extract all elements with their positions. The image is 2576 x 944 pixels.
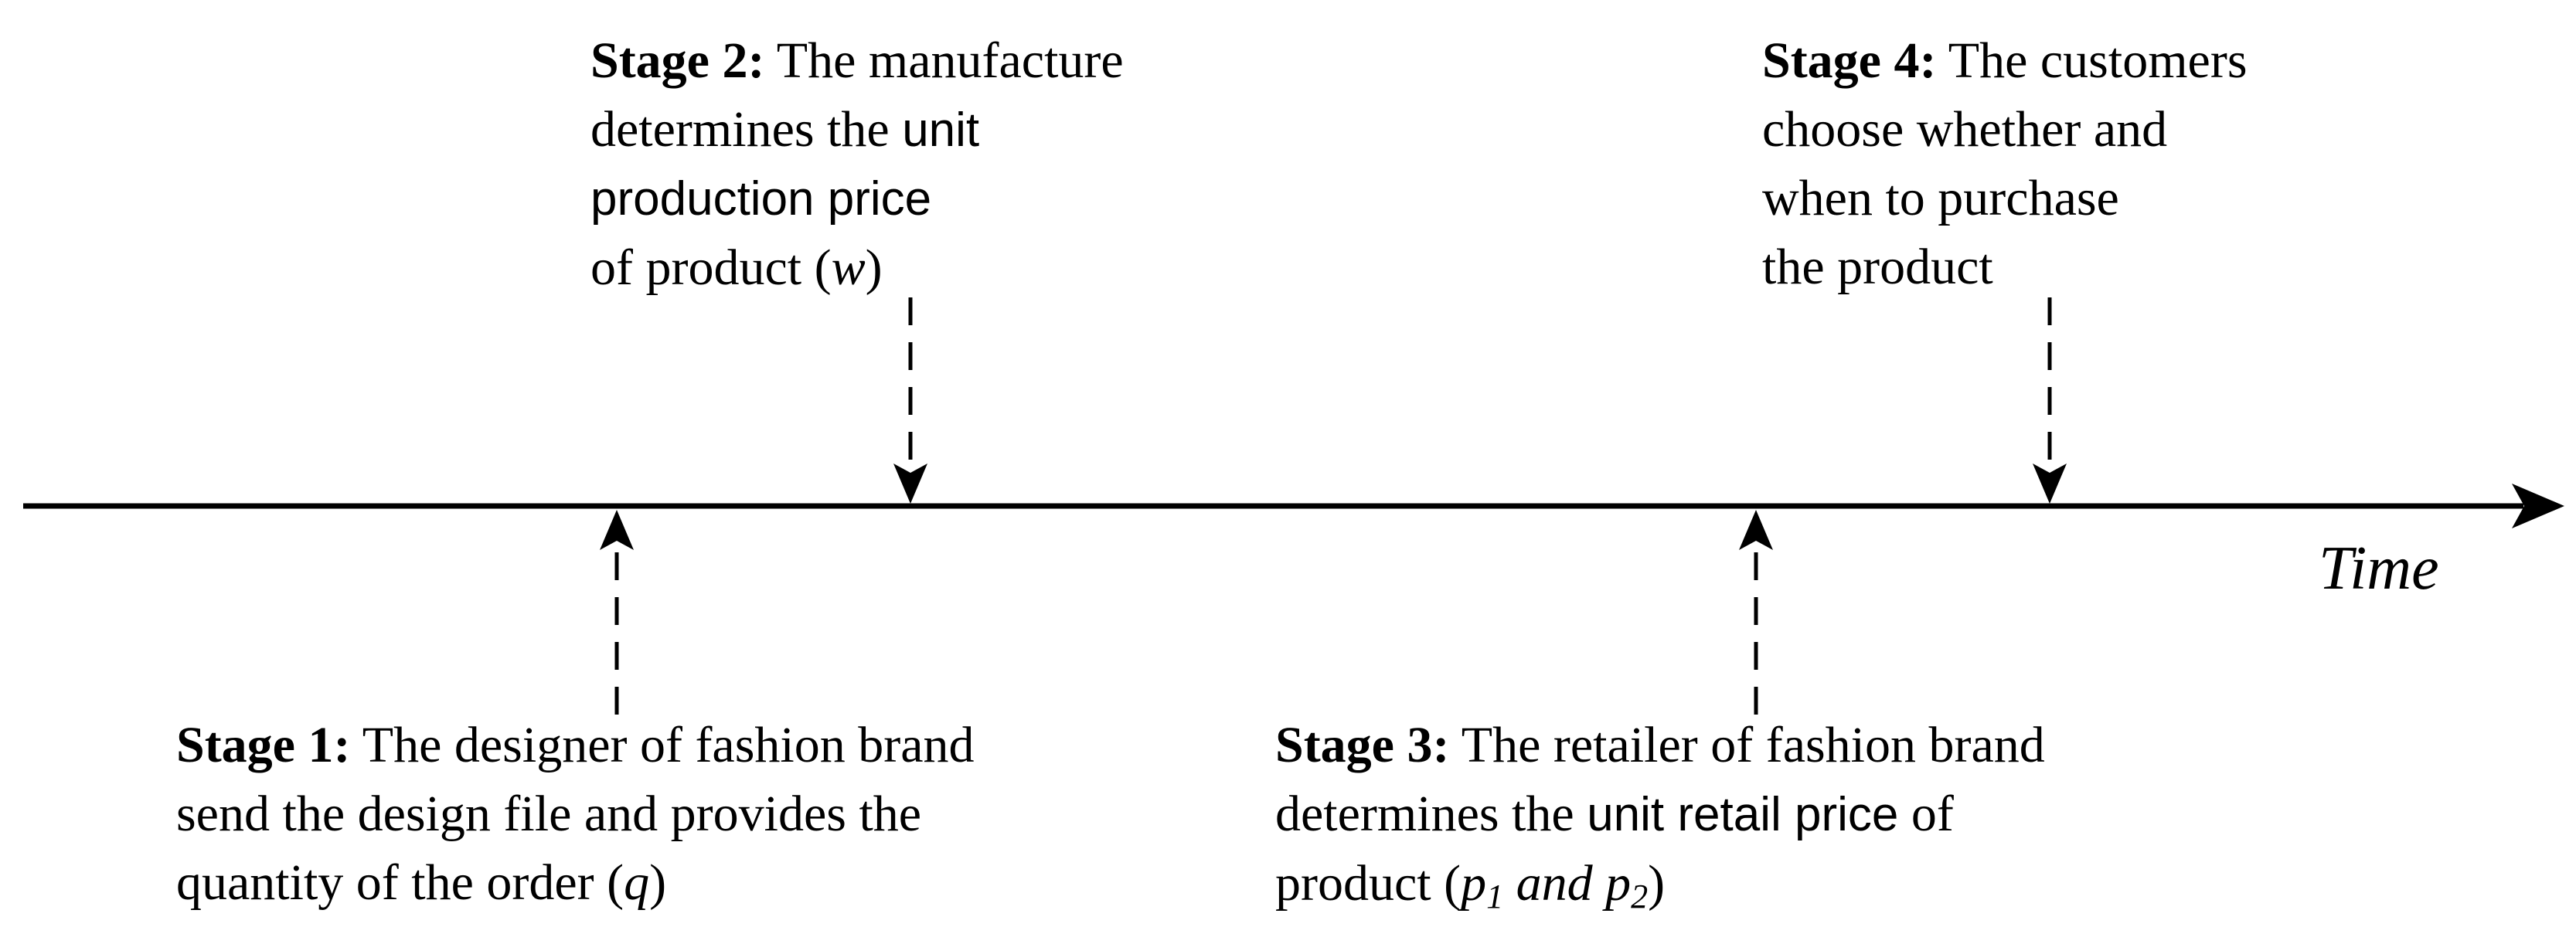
timeline-arrowhead [2512, 484, 2564, 528]
stage-1-heading: Stage 1: [176, 717, 351, 773]
stage-3-line-2: determines the unit retail price of [1275, 786, 1954, 842]
stage-4-line-1: Stage 4: The customers [1762, 32, 2248, 89]
stage-2-description: Stage 2: The manufacture determines the … [590, 26, 1124, 302]
stage-4-line-4: the product [1762, 239, 1993, 295]
stage-4-line-2: choose whether and [1762, 101, 2168, 158]
stage-1-line-2: send the design file and provides the [176, 786, 922, 842]
stage-3-line-3: product (p1 and p2) [1275, 855, 1666, 915]
stage-1-line-3: quantity of the order (q) [176, 854, 667, 911]
stage-4-arrowhead [2033, 464, 2067, 504]
axis-label-time: Time [2319, 535, 2439, 603]
stage-4-heading: Stage 4: [1762, 32, 1937, 89]
stage-2-line-1: Stage 2: The manufacture [590, 32, 1124, 89]
stage-4-description: Stage 4: The customers choose whether an… [1762, 26, 2248, 301]
stage-2-line-4: of product (w) [590, 239, 883, 296]
variable-p1: p1 and p2 [1461, 855, 1649, 915]
stage-2-line-2: determines the unit [590, 101, 980, 158]
stage-3-line-1: Stage 3: The retailer of fashion brand [1275, 717, 2045, 773]
stage-2-line-3: production price [590, 172, 932, 226]
stage-3-arrowhead [1739, 510, 1773, 550]
stage-3-description: Stage 3: The retailer of fashion brand d… [1275, 711, 2045, 918]
stage-2-arrowhead [893, 464, 927, 504]
variable-q: q [624, 854, 650, 911]
stage-1-arrowhead [600, 510, 634, 550]
stage-2-heading: Stage 2: [590, 32, 765, 89]
variable-w: w [831, 239, 866, 296]
stage-3-heading: Stage 3: [1275, 717, 1450, 773]
stage-4-line-3: when to purchase [1762, 170, 2119, 226]
stage-1-line-1: Stage 1: The designer of fashion brand [176, 717, 975, 773]
stage-1-description: Stage 1: The designer of fashion brand s… [176, 711, 975, 917]
